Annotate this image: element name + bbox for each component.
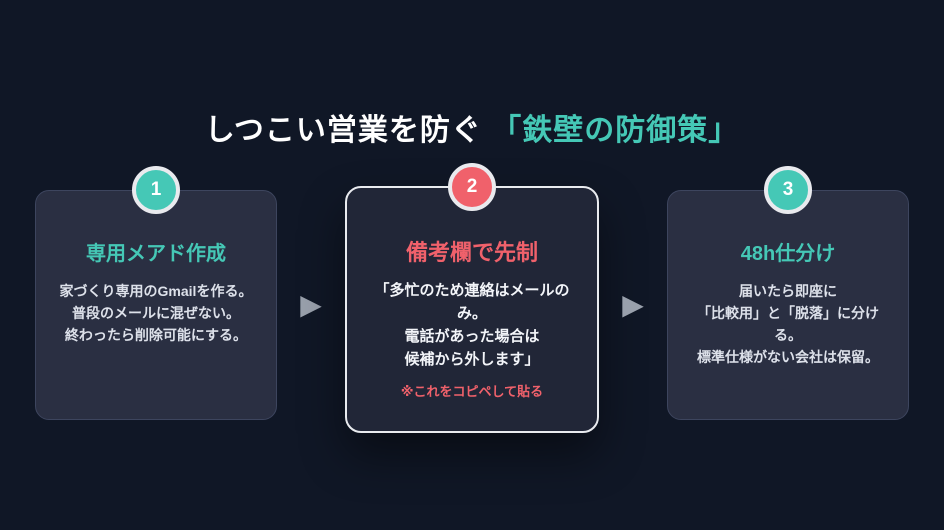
body-line: 標準仕様がない会社は保留。: [697, 349, 879, 365]
body-line: 届いたら即座に: [739, 283, 837, 299]
body-line: 家づくり専用のGmailを作る。: [59, 283, 253, 299]
copy-paste-note: ※これをコピペして貼る: [400, 384, 544, 399]
step-number-badge: 1: [132, 166, 180, 214]
step-heading: 専用メアド作成: [86, 243, 226, 265]
step-heading: 48h仕分け: [740, 243, 836, 265]
body-line: 電話があった場合は: [404, 328, 540, 345]
right-arrow-icon: ▶: [300, 289, 322, 320]
step-card-1: 1 専用メアド作成 家づくり専用のGmailを作る。 普段のメールに混ぜない。 …: [35, 166, 277, 420]
step-body: 家づくり専用のGmailを作る。 普段のメールに混ぜない。 終わったら削除可能に…: [50, 280, 263, 346]
body-line: み。: [456, 305, 487, 322]
page-title-plain: しつこい営業を防ぐ: [204, 114, 482, 147]
step-card-3: 3 48h仕分け 届いたら即座に 「比較用」と「脱落」に分け る。 標準仕様がな…: [667, 166, 909, 420]
body-line: 「多忙のため連絡はメールの: [374, 282, 570, 299]
page-title: しつこい営業を防ぐ 「鉄壁の防御策」: [0, 110, 944, 152]
step-card-2-highlighted: 2 備考欄で先制 「多忙のため連絡はメールの み。 電話があった場合は 候補から…: [345, 163, 599, 433]
step-number: 3: [782, 179, 794, 200]
step-number-badge: 2: [448, 163, 496, 211]
body-line: 終わったら削除可能にする。: [64, 327, 248, 343]
body-line: 普段のメールに混ぜない。: [72, 305, 240, 321]
page-title-highlight: 「鉄壁の防御策」: [491, 114, 740, 147]
step-body: 「多忙のため連絡はメールの み。 電話があった場合は 候補から外します」: [364, 279, 579, 371]
step-number-badge: 3: [764, 166, 812, 214]
right-arrow-icon: ▶: [622, 289, 644, 320]
body-line: る。: [774, 327, 802, 343]
step-number: 2: [466, 176, 478, 197]
body-line: 「比較用」と「脱落」に分け: [697, 305, 879, 321]
step-number: 1: [150, 179, 162, 200]
step-heading: 備考欄で先制: [405, 240, 538, 265]
step-body: 届いたら即座に 「比較用」と「脱落」に分け る。 標準仕様がない会社は保留。: [687, 280, 889, 368]
body-line: 候補から外します」: [404, 351, 540, 368]
